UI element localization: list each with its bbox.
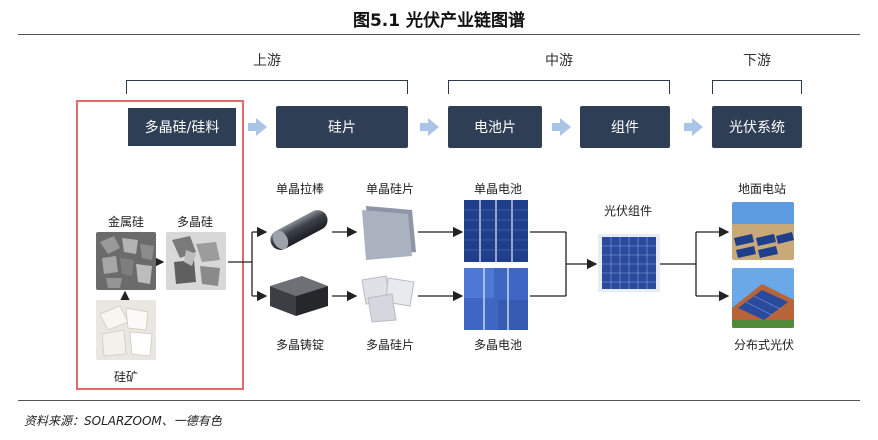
figure-title: 图5.1 光伏产业链图谱 xyxy=(352,11,526,31)
stage-midstream-bracket xyxy=(448,80,670,94)
stage-downstream-bracket xyxy=(712,80,802,94)
label-poly-silicon: 多晶硅 xyxy=(176,215,213,229)
label-pv-module: 光伏组件 xyxy=(603,204,652,218)
chain-box-polysilicon: 多晶硅/硅料 xyxy=(128,108,236,146)
polysilicon-highlight-frame xyxy=(76,100,244,390)
label-multi-ingot: 多晶铸锭 xyxy=(275,338,324,352)
chevron-arrow-icon xyxy=(552,118,571,136)
source-note: 资料来源：SOLARZOOM、一德有色 xyxy=(24,414,222,428)
top-rule xyxy=(18,34,860,35)
metal-silicon-image xyxy=(96,232,156,290)
label-silicon-ore: 硅矿 xyxy=(113,370,138,384)
pv-module-image xyxy=(598,234,660,292)
multi-wafer-image xyxy=(361,275,415,323)
label-mono-cell: 单晶电池 xyxy=(473,182,522,196)
bottom-rule xyxy=(18,400,860,401)
label-multi-wafer: 多晶硅片 xyxy=(365,338,414,352)
label-multi-cell: 多晶电池 xyxy=(473,338,522,352)
poly-silicon-image xyxy=(166,232,226,290)
chain-box-cell: 电池片 xyxy=(448,106,542,148)
label-metal-silicon: 金属硅 xyxy=(107,215,144,229)
mono-ingot-image xyxy=(270,210,328,250)
label-mono-ingot: 单晶拉棒 xyxy=(275,182,324,196)
mono-wafer-image xyxy=(362,206,416,260)
stage-downstream-label: 下游 xyxy=(743,53,771,69)
chevron-arrow-icon xyxy=(684,118,703,136)
label-ground-station: 地面电站 xyxy=(737,182,786,196)
chevron-arrow-icon xyxy=(248,118,267,136)
multi-cell-image xyxy=(464,268,528,330)
stage-upstream-bracket xyxy=(126,80,408,94)
chain-box-wafer: 硅片 xyxy=(276,106,408,148)
distributed-pv-image xyxy=(732,268,794,328)
chain-box-module: 组件 xyxy=(580,106,670,148)
stage-midstream-label: 中游 xyxy=(545,53,573,69)
stage-upstream-label: 上游 xyxy=(253,53,281,69)
multi-ingot-image xyxy=(270,276,328,316)
label-distributed-pv: 分布式光伏 xyxy=(733,338,794,352)
mono-cell-image xyxy=(464,200,528,262)
chevron-arrow-icon xyxy=(420,118,439,136)
ground-station-image xyxy=(732,202,794,260)
label-mono-wafer: 单晶硅片 xyxy=(365,182,414,196)
chain-box-system: 光伏系统 xyxy=(712,106,802,148)
silicon-ore-image xyxy=(96,300,156,360)
